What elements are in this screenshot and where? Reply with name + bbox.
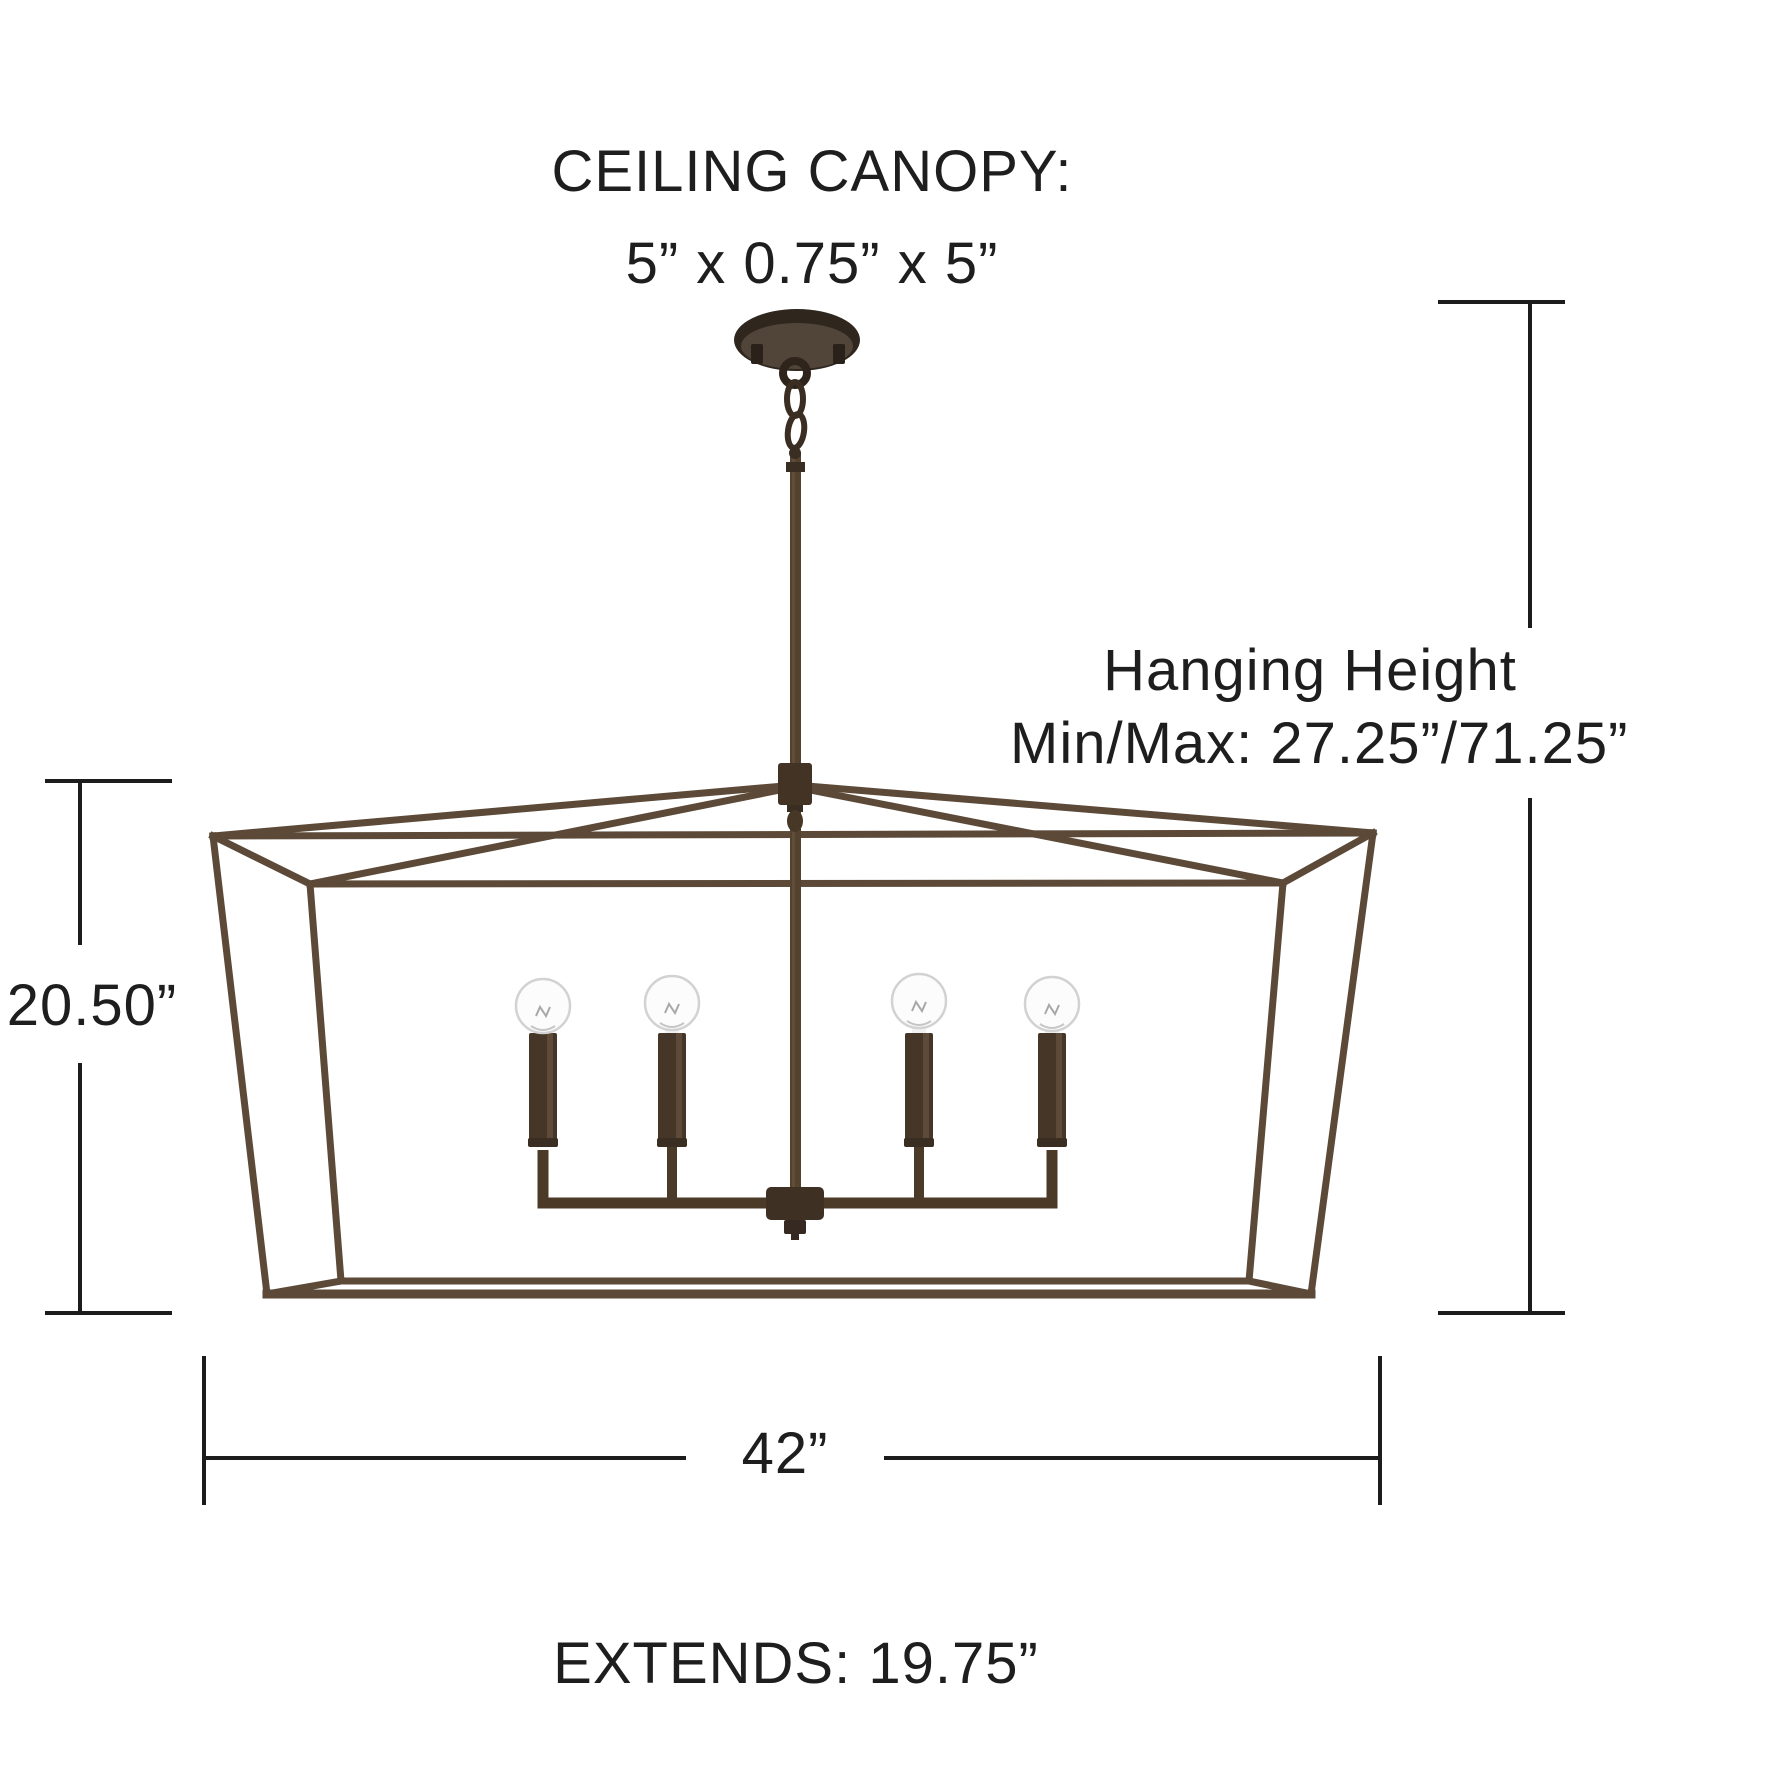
cage-top-left-edge — [208, 831, 315, 889]
ceiling-canopy — [734, 309, 860, 389]
candle-stem — [914, 1146, 924, 1204]
bulb — [1023, 975, 1081, 1033]
cage-diagonal-back-left — [305, 782, 800, 889]
candle-base-ring — [528, 1138, 558, 1147]
candle-base-ring — [657, 1138, 687, 1147]
hanging-label-line1: Hanging Height — [1103, 638, 1517, 703]
extends-label: EXTENDS: 19.75” — [553, 1631, 1039, 1696]
bulb — [514, 977, 572, 1035]
cage-side-back-left — [306, 880, 345, 1285]
candle — [528, 1024, 558, 1147]
cage-side-front-right — [1307, 829, 1377, 1298]
candle-highlight — [1056, 1033, 1062, 1143]
hanging-height-label: Hanging Height Min/Max: 27.25”/71.25” — [1010, 634, 1629, 780]
canopy-dimensions-label: CEILING CANOPY: 5” x 0.75” x 5” — [412, 126, 1212, 310]
dimension-cage-height — [45, 779, 172, 1315]
hub-spindle — [787, 810, 803, 832]
candle — [657, 1024, 687, 1147]
width-label: 42” — [741, 1421, 829, 1486]
cage-frame — [208, 781, 1378, 1299]
candle-base-ring — [904, 1138, 934, 1147]
cage-top-right-edge — [1278, 828, 1378, 888]
rod-collar — [786, 462, 805, 472]
cage-diagonal-front-right — [791, 781, 1377, 837]
dimension-width — [202, 1356, 1382, 1505]
cage-side-back-right — [1245, 879, 1287, 1285]
cage-side-front-left — [209, 832, 271, 1298]
chain-connector — [789, 447, 801, 459]
cage-diagonal-back-right — [790, 782, 1288, 888]
candle-stem — [667, 1146, 677, 1204]
candles-and-bulbs — [514, 972, 1081, 1147]
candle — [904, 1024, 934, 1147]
hanging-chain — [784, 379, 808, 459]
candle — [1037, 1024, 1067, 1147]
cluster-finial — [784, 1220, 806, 1234]
canopy-label-line1: CEILING CANOPY: — [551, 139, 1073, 204]
bulb — [643, 974, 701, 1032]
canopy-underside — [741, 323, 853, 369]
cluster-center-block — [766, 1187, 824, 1220]
candle-base-ring — [1037, 1138, 1067, 1147]
cluster-finial-tip — [791, 1234, 799, 1240]
cage-bottom-right-edge — [1244, 1276, 1316, 1299]
bulb — [890, 972, 948, 1030]
dimension-hanging-height — [1438, 300, 1565, 1315]
cage-bottom-left-edge — [262, 1276, 346, 1299]
cage-height-label: 20.50” — [6, 973, 178, 1038]
candle-highlight — [676, 1033, 682, 1143]
hub-block — [778, 763, 812, 805]
hanging-label-line2: Min/Max: 27.25”/71.25” — [1010, 711, 1629, 776]
canopy-screw-left — [751, 344, 763, 364]
hub-neck — [787, 805, 803, 812]
light-cluster — [537, 1146, 1058, 1240]
candle-highlight — [547, 1033, 553, 1143]
cage-diagonal-front-left — [209, 781, 799, 840]
canopy-label-line2: 5” x 0.75” x 5” — [625, 231, 999, 296]
cage-hub — [778, 763, 812, 832]
candle-highlight — [923, 1033, 929, 1143]
canopy-screw-right — [833, 344, 845, 364]
